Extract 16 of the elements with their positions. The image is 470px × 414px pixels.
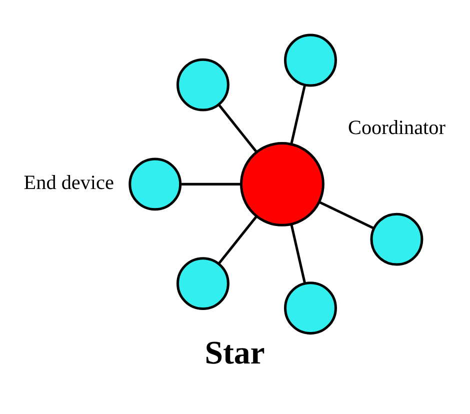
connector [290,224,306,283]
node-circle [284,33,337,86]
node-circle [176,256,230,310]
caption: Star [204,334,265,371]
node-circle [370,212,424,266]
connector [180,182,241,185]
node-label: Coordinator [348,116,446,138]
node-circle [176,58,230,111]
connector [218,104,258,152]
node-circle [240,141,324,226]
node-circle [128,157,182,210]
connector [290,84,306,144]
connector [218,215,258,264]
connector [318,200,374,229]
node-label: End device [24,171,114,194]
node-circle [284,281,337,334]
